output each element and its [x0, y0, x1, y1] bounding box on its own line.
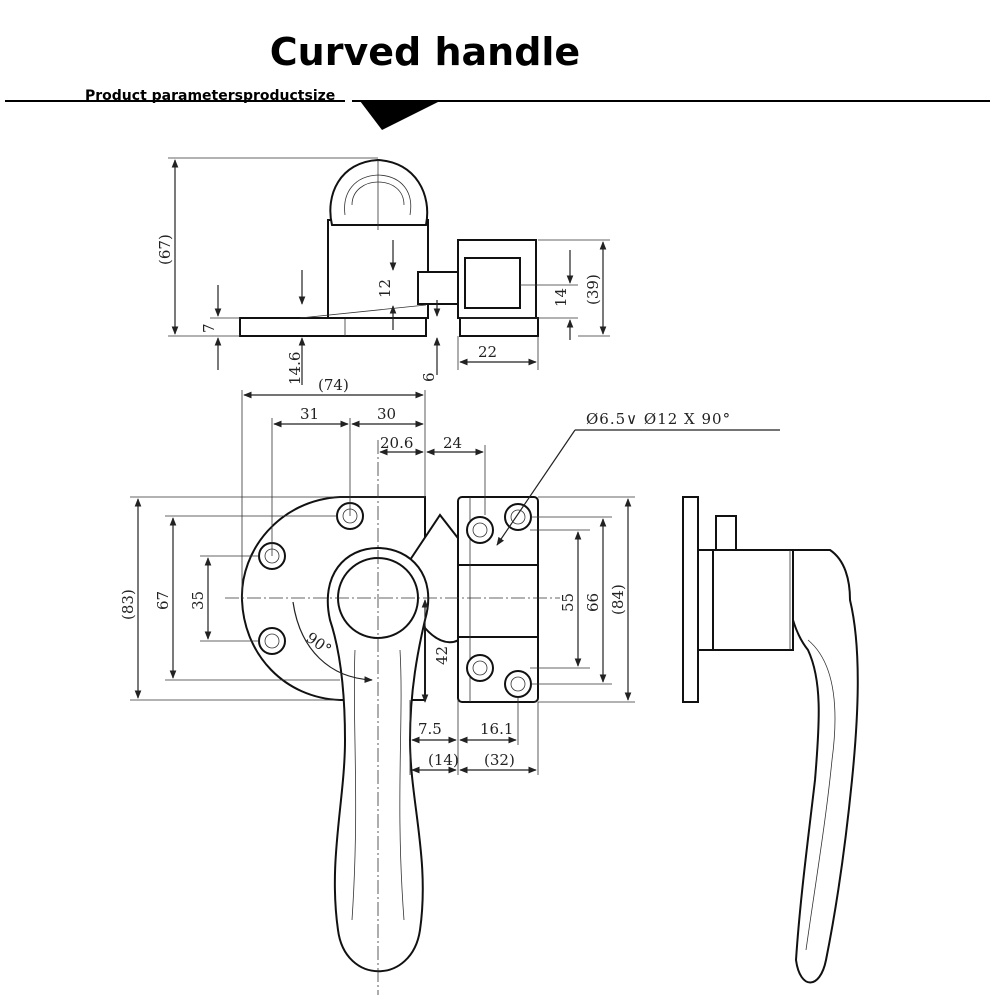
front-view: (74) 31 30 20.6 24 Ø6.5∨ Ø12 X 90° (83) …: [119, 376, 780, 995]
dim-front-30: 30: [377, 405, 396, 423]
dim-front-55: 55: [559, 593, 577, 612]
dim-front-42: 42: [433, 646, 451, 665]
dim-top-22: 22: [478, 343, 497, 361]
side-view: [682, 496, 859, 984]
dim-front-20-6: 20.6: [380, 434, 413, 452]
dim-top-height: (67): [156, 234, 174, 265]
top-view: (67) 7 14.6 12 6 22 14 (39): [156, 157, 610, 385]
dim-front-24: 24: [443, 434, 462, 452]
hole-spec-note: Ø6.5∨ Ø12 X 90°: [586, 410, 731, 428]
dim-top-14-6: 14.6: [286, 352, 304, 385]
dim-front-83: (83): [119, 589, 137, 620]
dim-front-74: (74): [318, 376, 349, 394]
dim-top-14: 14: [552, 288, 570, 307]
dim-front-32: (32): [484, 751, 515, 769]
page-title: Curved handle: [269, 30, 581, 74]
dim-front-35: 35: [189, 591, 207, 610]
dim-front-14: (14): [428, 751, 459, 769]
dim-front-66: 66: [584, 593, 602, 612]
dim-top-39: (39): [584, 274, 602, 305]
dim-top-6: 6: [420, 372, 438, 382]
dim-front-16-1: 16.1: [480, 720, 513, 738]
dim-front-67: 67: [154, 591, 172, 610]
dim-top-7: 7: [200, 323, 218, 333]
dim-top-12: 12: [376, 279, 394, 298]
dim-front-84: (84): [609, 584, 627, 615]
header-rule: [5, 100, 990, 130]
dim-front-31: 31: [300, 405, 319, 423]
dim-front-7-5: 7.5: [418, 720, 442, 738]
